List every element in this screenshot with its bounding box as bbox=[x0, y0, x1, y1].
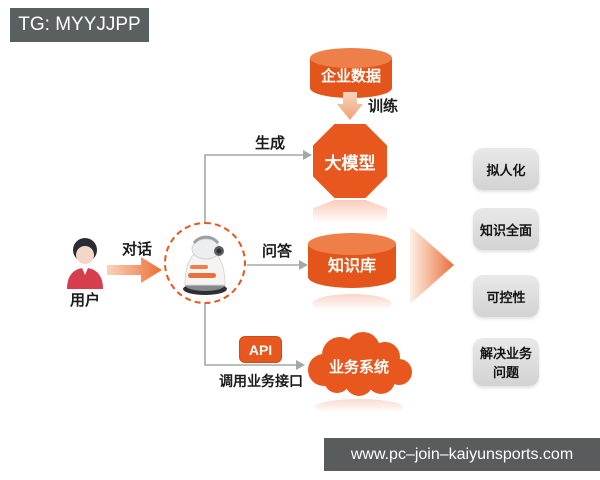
benefit-box-comprehensive-knowledge: 知识全面 bbox=[473, 208, 539, 250]
node-knowledge-base-label: 知识库 bbox=[328, 256, 376, 275]
node-enterprise-data: 企业数据 bbox=[310, 48, 392, 98]
api-badge-label: API bbox=[248, 341, 273, 358]
node-large-model: 大模型 bbox=[313, 124, 387, 198]
node-large-model-label: 大模型 bbox=[324, 153, 376, 173]
node-enterprise-data-label: 企业数据 bbox=[320, 67, 381, 85]
edge-label-dialog: 对话 bbox=[121, 241, 153, 258]
user-label: 用户 bbox=[69, 292, 101, 309]
node-business-system: 业务系统 bbox=[308, 332, 412, 396]
benefit-box-solve-business-problems: 解决业务问题 bbox=[473, 338, 539, 386]
user-avatar-icon bbox=[63, 237, 107, 289]
edge-label-qa: 问答 bbox=[261, 243, 293, 260]
business-system-reflection bbox=[315, 399, 403, 415]
knowledge-base-reflection bbox=[312, 294, 392, 314]
ai-robot-camera-icon bbox=[164, 222, 246, 304]
benefit-label: 解决业务问题 bbox=[479, 346, 532, 380]
edge-label-train: 训练 bbox=[367, 98, 399, 115]
benefit-label: 可控性 bbox=[486, 289, 526, 305]
footer-url-text: www.pc–join–kaiyunsports.com bbox=[350, 445, 574, 463]
large-model-reflection bbox=[313, 200, 387, 228]
watermark-text: TG: MYYJJPP bbox=[18, 14, 141, 35]
watermark-badge: TG: MYYJJPP bbox=[10, 8, 149, 42]
footer-url-bar: www.pc–join–kaiyunsports.com bbox=[324, 438, 600, 471]
dialog-arrow-icon bbox=[107, 257, 162, 283]
api-badge: API bbox=[239, 336, 282, 363]
edge-label-generate: 生成 bbox=[254, 135, 286, 152]
edge-label-api-caption: 调用业务接口 bbox=[219, 373, 303, 389]
benefit-label: 拟人化 bbox=[486, 162, 526, 178]
node-knowledge-base: 知识库 bbox=[308, 233, 396, 288]
benefit-label: 知识全面 bbox=[479, 222, 532, 238]
benefits-arrow-icon bbox=[410, 226, 454, 304]
node-business-system-label: 业务系统 bbox=[329, 358, 389, 376]
train-arrow-icon bbox=[337, 92, 363, 120]
benefit-box-anthropomorphic: 拟人化 bbox=[473, 148, 539, 190]
benefit-box-controllability: 可控性 bbox=[473, 275, 539, 317]
